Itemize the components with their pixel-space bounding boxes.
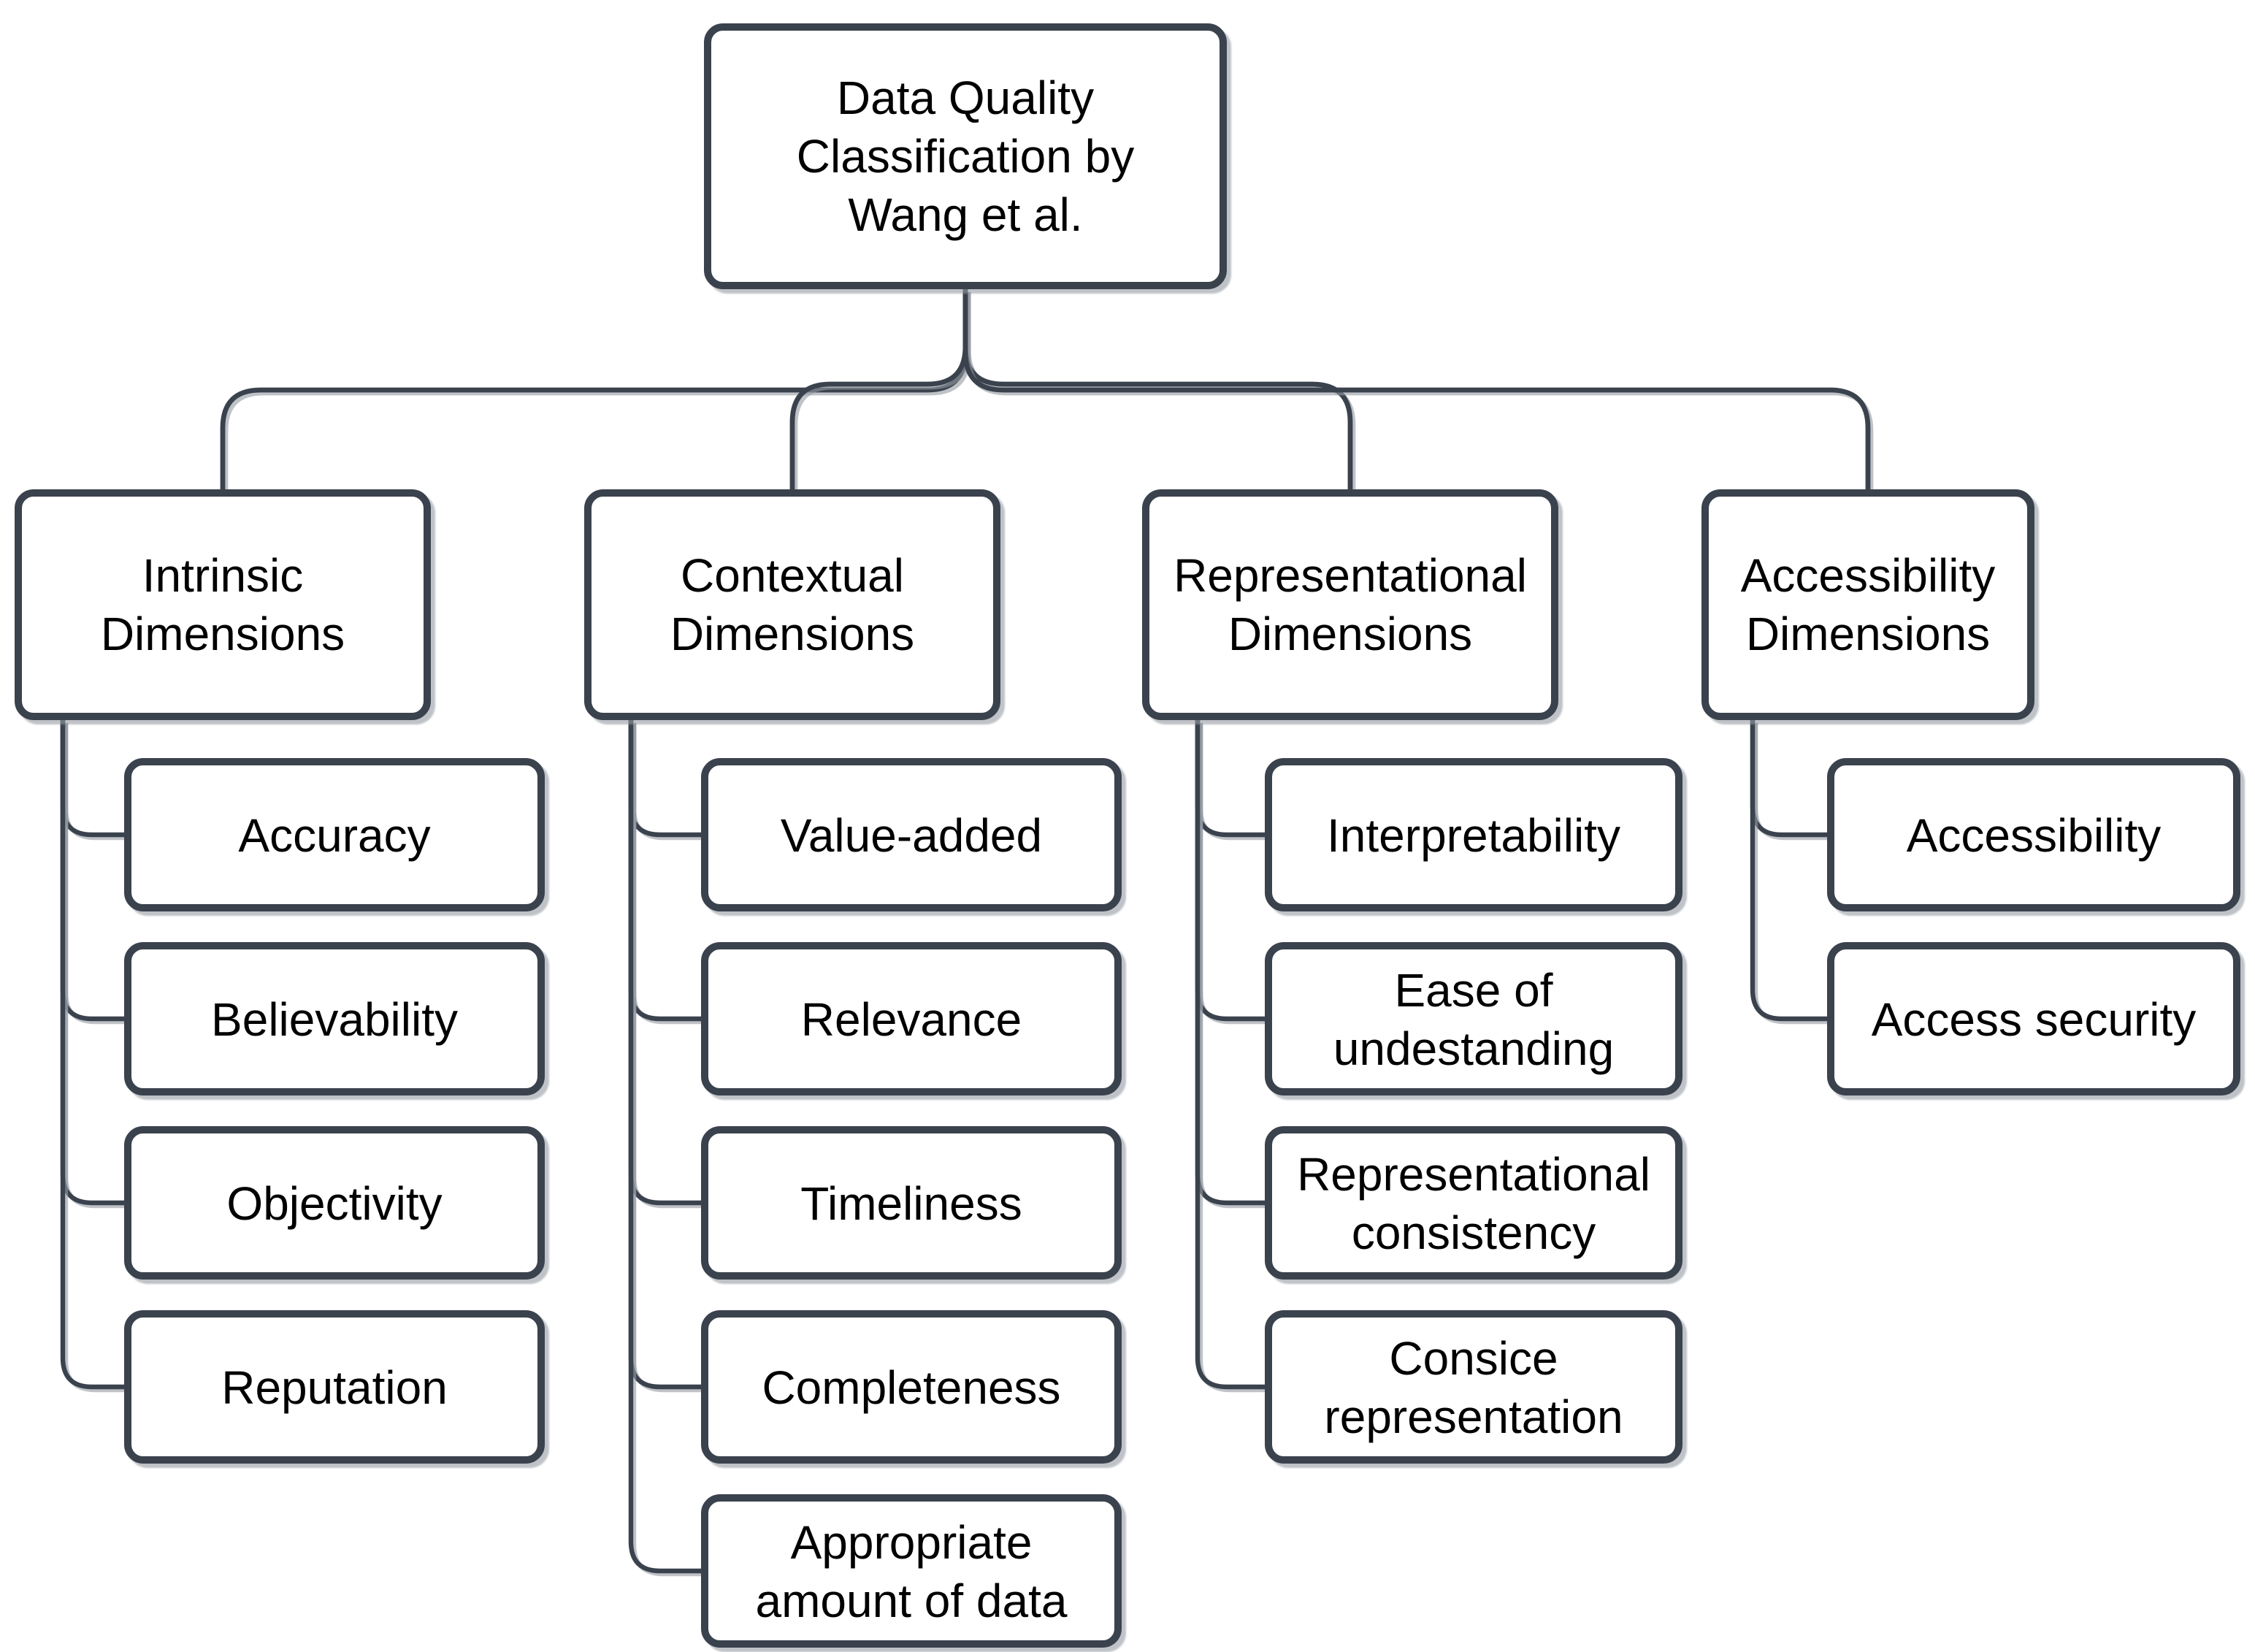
edge-contextual-appropriate-amount xyxy=(628,720,701,1574)
edge-root-accessibility xyxy=(962,289,1871,489)
category-contextual-dimensions: Contextual Dimensions xyxy=(584,489,1000,720)
edge-root-representational xyxy=(962,289,1353,489)
edge-contextual-timeliness xyxy=(628,720,701,1206)
edge-accessibility-accessibility xyxy=(1750,720,1827,838)
category-representational-dimensions: Representational Dimensions xyxy=(1142,489,1558,720)
leaf-relevance: Relevance xyxy=(701,942,1122,1095)
leaf-appropriate-amount-of-data: Appropriate amount of data xyxy=(701,1494,1122,1648)
leaf-reputation: Reputation xyxy=(124,1310,545,1464)
edge-representational-interpretability xyxy=(1195,720,1265,838)
leaf-timeliness: Timeliness xyxy=(701,1126,1122,1280)
leaf-access-security: Access security xyxy=(1827,942,2240,1095)
edge-intrinsic-objectivity xyxy=(60,720,124,1206)
leaf-ease-of-understanding: Ease of undestanding xyxy=(1265,942,1682,1095)
edge-representational-concise xyxy=(1195,720,1265,1390)
edge-representational-ease-of-understanding xyxy=(1195,720,1265,1022)
edge-intrinsic-reputation xyxy=(60,720,124,1390)
leaf-concise-representation: Consice representation xyxy=(1265,1310,1682,1464)
edge-root-contextual xyxy=(789,289,968,489)
leaf-objectivity: Objectivity xyxy=(124,1126,545,1280)
leaf-value-added: Value-added xyxy=(701,758,1122,911)
category-intrinsic-dimensions: Intrinsic Dimensions xyxy=(15,489,431,720)
leaf-accessibility: Accessibility xyxy=(1827,758,2240,911)
edge-intrinsic-believability xyxy=(60,720,124,1022)
leaf-believability: Believability xyxy=(124,942,545,1095)
leaf-accuracy: Accuracy xyxy=(124,758,545,911)
root-node: Data Quality Classification by Wang et a… xyxy=(704,23,1227,289)
category-accessibility-dimensions: Accessibility Dimensions xyxy=(1701,489,2034,720)
edge-intrinsic-accuracy xyxy=(60,720,124,838)
edge-root-intrinsic xyxy=(220,289,968,489)
leaf-completeness: Completeness xyxy=(701,1310,1122,1464)
edge-contextual-relevance xyxy=(628,720,701,1022)
edge-representational-consistency xyxy=(1195,720,1265,1206)
edge-contextual-completeness xyxy=(628,720,701,1390)
leaf-representational-consistency: Representational consistency xyxy=(1265,1126,1682,1280)
edge-contextual-value-added xyxy=(628,720,701,838)
leaf-interpretability: Interpretability xyxy=(1265,758,1682,911)
edge-accessibility-access-security xyxy=(1750,720,1827,1022)
